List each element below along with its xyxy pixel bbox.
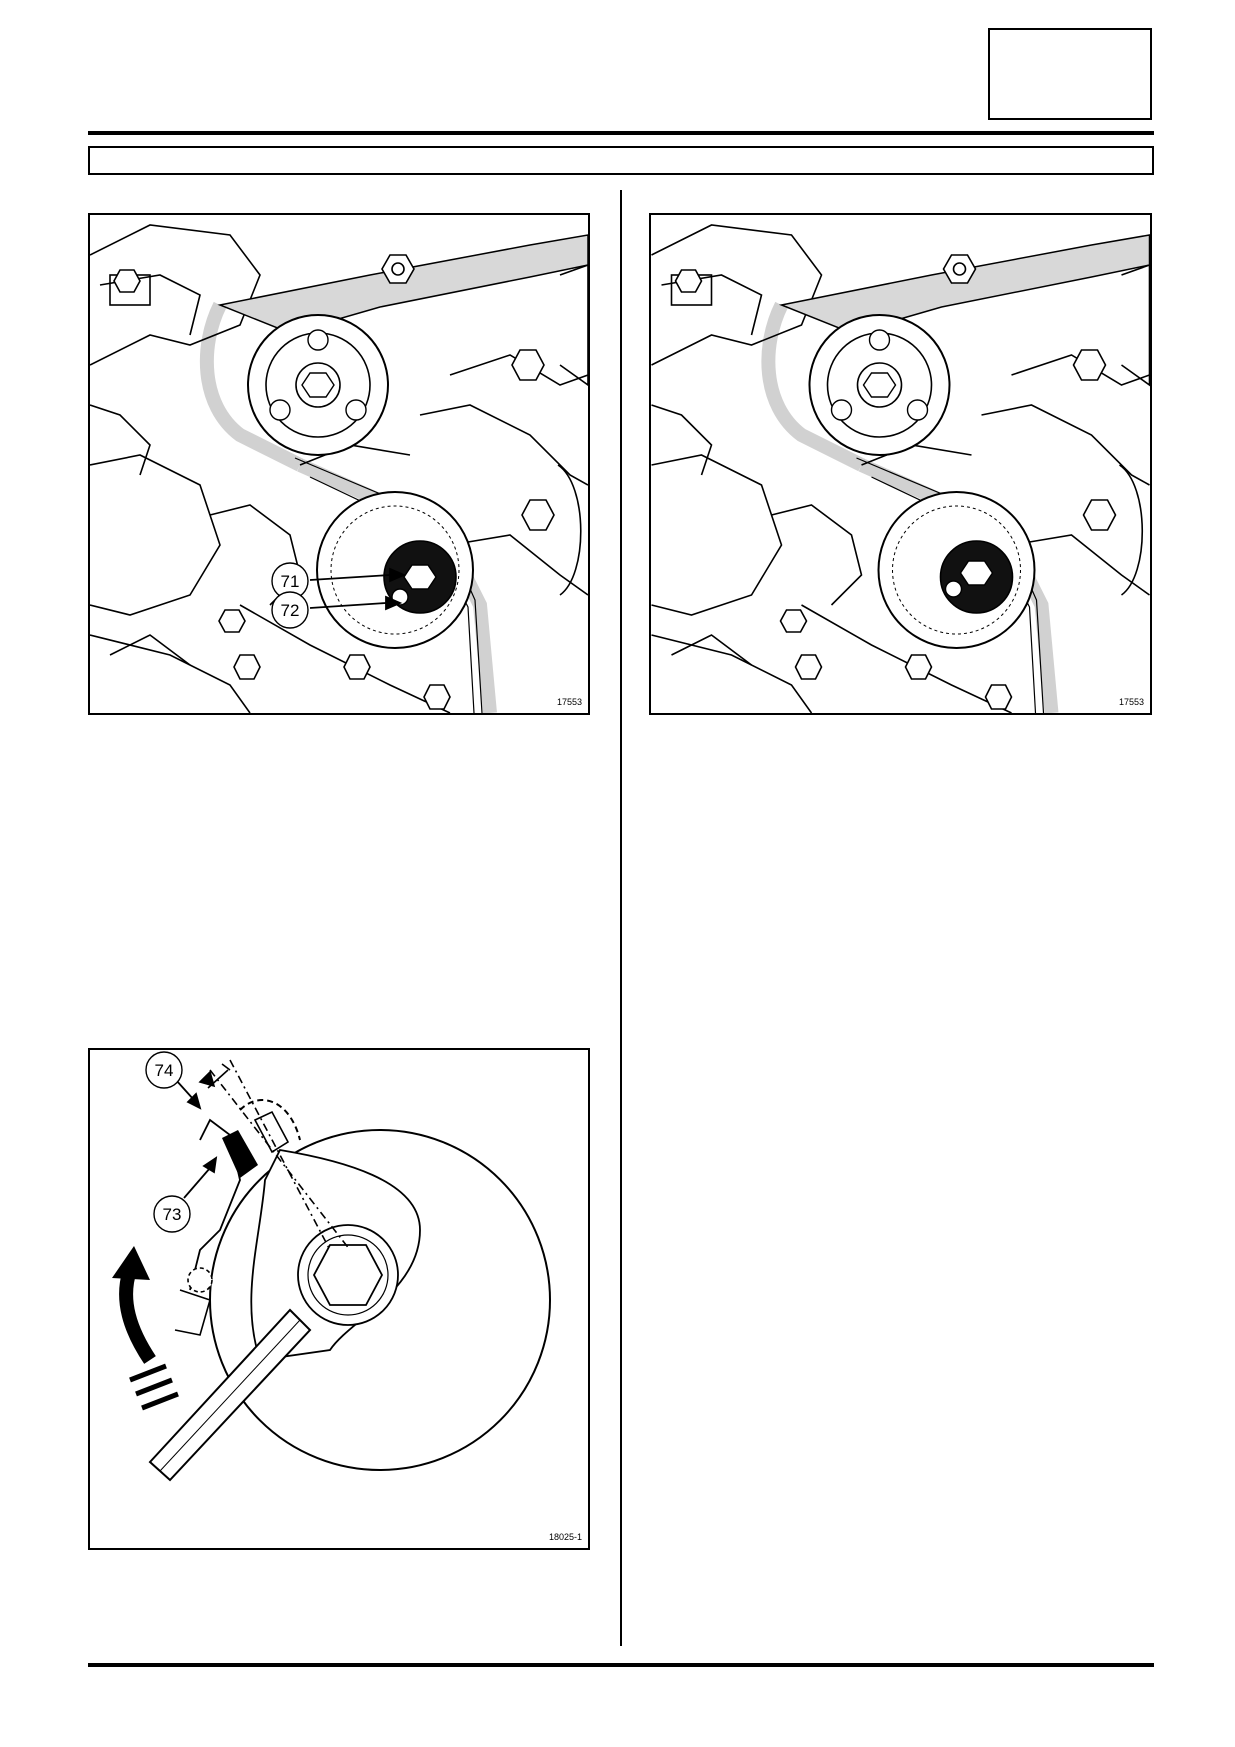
- rotation-arrow-icon: [112, 1246, 179, 1411]
- svg-text:72: 72: [281, 601, 300, 620]
- figure-reference: 17553: [556, 697, 582, 707]
- svg-text:73: 73: [163, 1205, 182, 1224]
- svg-text:71: 71: [281, 572, 300, 591]
- callout-71: 71: [271, 562, 309, 600]
- engine-illustration: [651, 224, 1150, 713]
- chapter-number-box: [988, 28, 1152, 120]
- callout-74: 74: [145, 1051, 183, 1089]
- callout-73: 73: [153, 1195, 191, 1233]
- callout-72: 72: [271, 591, 309, 629]
- figure-tensioner-callouts: 71 72 17553: [88, 213, 590, 715]
- svg-text:74: 74: [155, 1061, 174, 1080]
- figure-reference: 18025-1: [548, 1532, 582, 1542]
- engine-illustration: 71 72: [90, 224, 588, 713]
- figure-tensioner-plain: 17553: [649, 213, 1152, 715]
- tensioner-detail-illustration: 74 73: [112, 1051, 551, 1482]
- section-title-bar: [88, 146, 1154, 175]
- footer-rule: [88, 1663, 1154, 1667]
- column-divider: [620, 190, 622, 1646]
- figure-reference: 17553: [1118, 697, 1144, 707]
- figure-tensioner-index-detail: 74 73 18025-1: [88, 1048, 590, 1550]
- header-rule: [88, 131, 1154, 135]
